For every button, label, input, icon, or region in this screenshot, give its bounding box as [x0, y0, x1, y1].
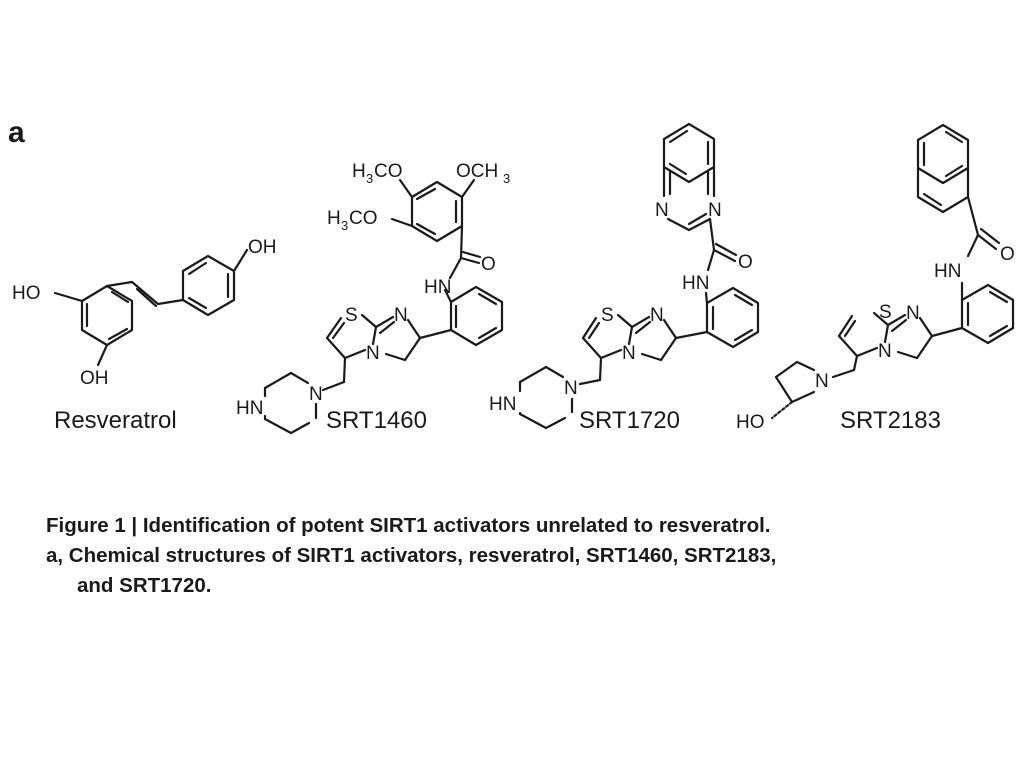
methoxy-co-label: CO [374, 161, 403, 182]
thiazole-s-label: S [879, 302, 892, 323]
bridgehead-n-label: N [622, 343, 636, 364]
srt1460-structure: H 3 CO OCH 3 H 3 CO O HN S N N N HN SRT1… [236, 161, 510, 435]
compound-name-srt1720: SRT1720 [579, 407, 680, 434]
caption-title: Figure 1 | Identification of potent SIRT… [46, 514, 771, 537]
compound-name-srt2183: SRT2183 [840, 407, 941, 434]
methoxy-co-label: CO [349, 208, 378, 229]
caption-body: a, Chemical structures of SIRT1 activato… [46, 544, 777, 567]
hydroxyl-label: HO [12, 283, 41, 304]
quinoxaline-n-label: N [708, 200, 722, 221]
imidazole-n-label: N [650, 305, 664, 326]
subscript-3: 3 [341, 218, 348, 233]
chemical-structures-figure: HO OH OH Resveratrol [12, 122, 1015, 435]
thiazole-s-label: S [601, 305, 614, 326]
compound-name-srt1460: SRT1460 [326, 407, 427, 434]
bridgehead-n-label: N [366, 343, 380, 364]
panel-label: a [8, 116, 25, 149]
piperazine-n-label: N [309, 384, 323, 405]
amide-nh-label: HN [682, 273, 709, 294]
methoxy-label: OCH [456, 161, 498, 182]
carbonyl-o-label: O [1000, 244, 1015, 265]
imidazole-n-label: N [394, 305, 408, 326]
amide-nh-label: HN [934, 261, 961, 282]
amide-nh-label: HN [424, 277, 451, 298]
piperazine-nh-label: HN [489, 394, 516, 415]
compound-name-resveratrol: Resveratrol [54, 407, 177, 434]
pyrrolidine-n-label: N [815, 371, 829, 392]
hydroxyl-label: HO [736, 412, 765, 433]
imidazole-n-label: N [906, 303, 920, 324]
methyl-h-label: H [327, 208, 341, 229]
resveratrol-structure: HO OH OH Resveratrol [12, 237, 277, 434]
subscript-3: 3 [366, 171, 373, 186]
thiazole-s-label: S [345, 305, 358, 326]
quinoxaline-n-label: N [655, 200, 669, 221]
srt1720-structure: N N O HN S N N N HN SRT1720 [489, 122, 760, 434]
bridgehead-n-label: N [878, 341, 892, 362]
hydroxyl-label: OH [248, 237, 277, 258]
caption-body-continued: and SRT1720. [77, 574, 212, 597]
methyl-h-label: H [352, 161, 366, 182]
figure-caption: Figure 1 | Identification of potent SIRT… [46, 511, 986, 601]
carbonyl-o-label: O [481, 254, 496, 275]
carbonyl-o-label: O [738, 252, 753, 273]
piperazine-n-label: N [564, 378, 578, 399]
hydroxyl-label: OH [80, 368, 109, 389]
srt2183-structure: S O HN N N N HO SRT2183 [736, 123, 1015, 434]
subscript-3: 3 [503, 171, 510, 186]
piperazine-nh-label: HN [236, 398, 263, 419]
